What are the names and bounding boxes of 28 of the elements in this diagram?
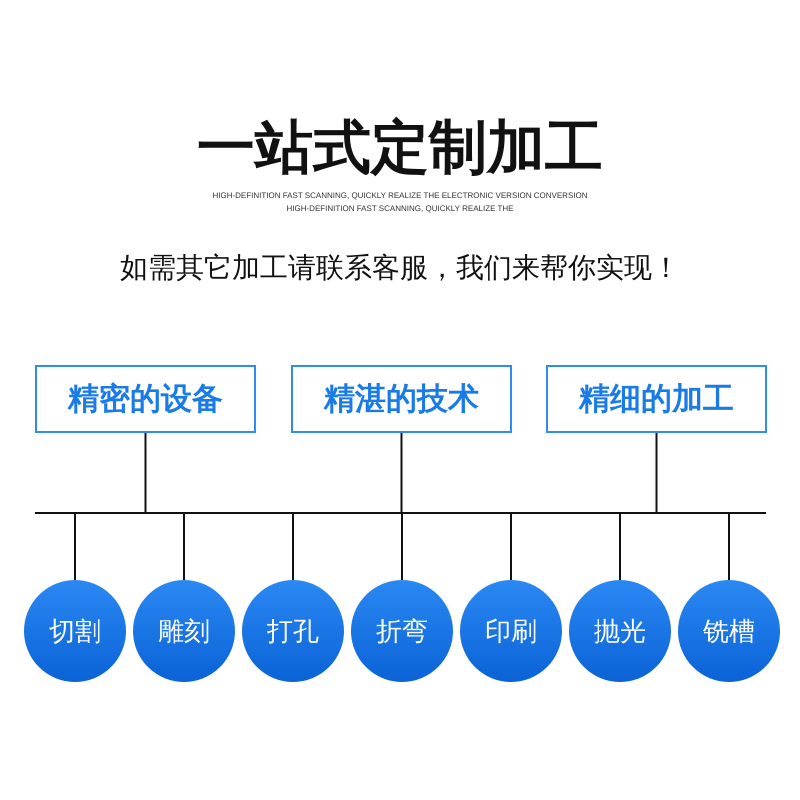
category-label: 精湛的技术	[324, 380, 479, 419]
bus-line	[35, 512, 766, 514]
title: 一站式定制加工	[196, 112, 604, 182]
connector-line	[510, 514, 512, 580]
process-label: 折弯	[376, 616, 428, 648]
category-label: 精细的加工	[579, 380, 734, 419]
connector-line	[656, 433, 658, 512]
connector-line	[74, 514, 76, 580]
subtitle-text: HIGH-DEFINITION FAST SCANNING, QUICKLY REALIZE THE	[286, 203, 514, 215]
process-label: 打孔	[267, 616, 319, 648]
process-label: 抛光	[594, 616, 646, 648]
connector-line	[619, 514, 621, 580]
connector-line	[400, 433, 402, 512]
connector-line	[401, 514, 403, 580]
connector-line	[183, 514, 185, 580]
connector-line	[292, 514, 294, 580]
category-box	[35, 365, 256, 433]
process-label: 铣槽	[703, 616, 755, 648]
subtitle-text: HIGH-DEFINITION FAST SCANNING, QUICKLY REALIZE THE ELECTRONIC VERSION CONVERSION	[211, 190, 589, 202]
connector-line	[728, 514, 730, 580]
connector-line	[144, 433, 146, 512]
process-label: 切割	[49, 616, 101, 648]
note-text: 如需其它加工请联系客服，我们来帮你实现！	[119, 250, 681, 286]
process-label: 印刷	[485, 616, 537, 648]
category-box	[546, 365, 767, 433]
process-label: 雕刻	[158, 616, 210, 648]
category-label: 精密的设备	[68, 380, 223, 419]
category-box	[291, 365, 512, 433]
